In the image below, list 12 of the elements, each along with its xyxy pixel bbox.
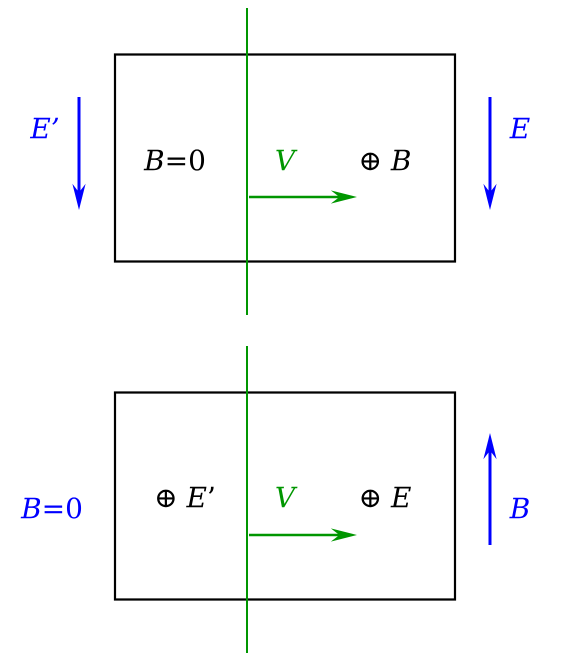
region-label: V: [276, 486, 298, 508]
field-label: E’: [30, 118, 58, 138]
region-label: V: [276, 150, 298, 170]
region-label: B=0: [144, 149, 204, 171]
region-label: ⊕ E’: [157, 486, 214, 508]
field-label: E: [509, 118, 530, 138]
region-label: ⊕ E: [362, 486, 411, 508]
field-label: B: [509, 498, 529, 518]
field-region-box: [114, 53, 456, 263]
region-label: ⊕ B: [361, 150, 410, 170]
field-region-box: [114, 391, 456, 601]
field-label: B=0: [20, 497, 82, 519]
